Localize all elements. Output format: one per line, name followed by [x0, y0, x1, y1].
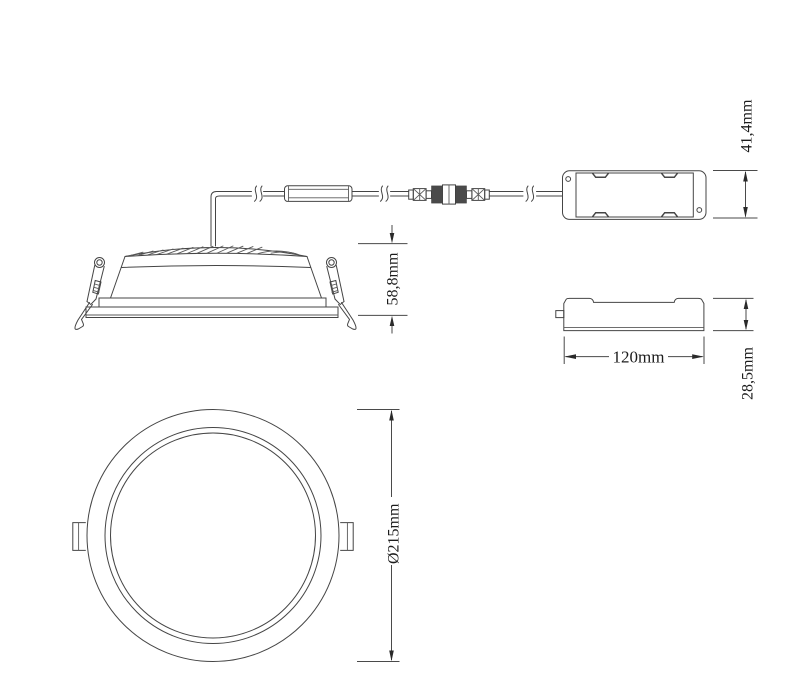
left-clip-slot: [72, 522, 86, 551]
wire-break-symbol: [525, 185, 535, 202]
dimension-lamp-height: 58,8mm: [358, 225, 408, 334]
driver-box-side-view: [555, 297, 705, 332]
dimension-label-lamp-diameter: Ø215mm: [386, 503, 403, 564]
right-clip-slot: [340, 522, 354, 551]
wire-break-symbol: [380, 185, 389, 202]
left-spring-clip: [74, 257, 105, 330]
lamp-front-view: [72, 409, 354, 662]
lamp-body: [85, 256, 339, 318]
dimension-driver-height: 28,5mm: [713, 297, 757, 400]
wire-break-symbol: [254, 185, 263, 202]
dimension-label-driver-width: 41,4mm: [739, 99, 756, 152]
dimension-lamp-diameter: Ø215mm: [357, 409, 403, 662]
cable-exit-tab: [555, 310, 565, 319]
heatsink-fins: [124, 245, 308, 257]
barrel-plug-connector: [408, 184, 490, 205]
outer-trim-ring: [86, 409, 340, 662]
dimension-driver-width: 41,4mm: [713, 99, 758, 219]
dimension-label-driver-length: 120mm: [613, 348, 665, 367]
right-spring-clip: [326, 257, 357, 330]
diffuser-ring: [110, 432, 316, 639]
inline-connector-box: [284, 185, 353, 202]
lamp-wire: [210, 191, 252, 247]
dimension-driver-length: 120mm: [563, 336, 705, 367]
screw-hole: [565, 176, 572, 182]
dimension-label-driver-height: 28,5mm: [740, 347, 757, 400]
cable-assembly: [210, 184, 563, 247]
screw-hole: [696, 207, 703, 213]
driver-box-top-view: [562, 170, 707, 220]
dimension-label-lamp-height: 58,8mm: [385, 252, 402, 305]
bezel-ring: [104, 427, 322, 644]
lamp-side-view: [74, 245, 357, 330]
